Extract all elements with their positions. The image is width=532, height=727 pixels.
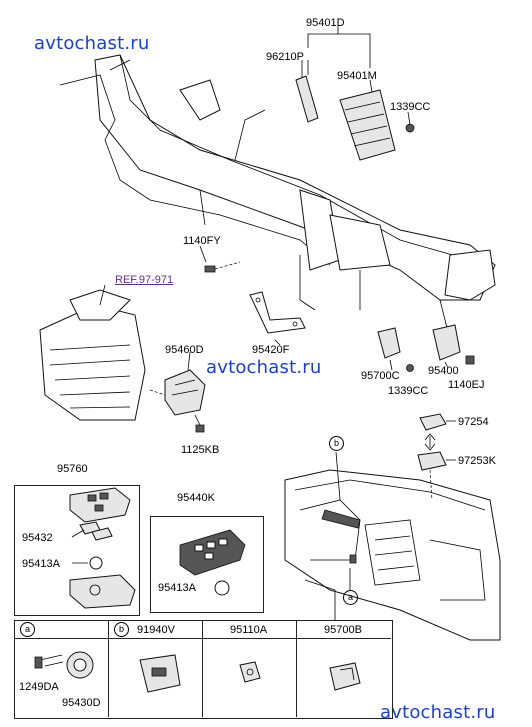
cowl-crossbar-frame xyxy=(59,54,496,341)
part-label-95110a: 95110A xyxy=(230,624,268,636)
part-label-1125kb: 1125KB xyxy=(181,444,220,456)
part-label-97253k: 97253K xyxy=(458,455,496,467)
table-divider-3 xyxy=(296,620,297,717)
smart-key-95440k-box xyxy=(150,516,264,613)
immobilizer-coil-95430d-part xyxy=(34,651,94,679)
smart-key-95440k-part xyxy=(179,529,246,596)
part-label-1140ej: 1140EJ xyxy=(448,379,485,391)
watermark-top: avtochast.ru xyxy=(34,33,150,54)
bracket-95420f-part xyxy=(249,291,306,346)
parts-table xyxy=(14,620,393,719)
part-label-95401d: 95401D xyxy=(306,17,345,29)
watermark-bottom: avtochast.ru xyxy=(380,702,496,723)
part-label-96210p: 96210P xyxy=(266,51,304,63)
table-callout-a: a xyxy=(20,622,35,637)
part-label-95700b: 95700B xyxy=(324,624,362,636)
part-label-1339cc-top: 1339CC xyxy=(390,101,431,113)
key-fob-95760-part xyxy=(69,487,136,609)
part-label-95700c: 95700C xyxy=(361,370,400,382)
part-label-95420f: 95420F xyxy=(252,344,290,356)
part-label-95432: 95432 xyxy=(22,532,53,544)
part-label-95440k: 95440K xyxy=(177,492,215,504)
reference-label-97-971[interactable]: REF.97-971 xyxy=(115,274,174,286)
part-label-91940v: 91940V xyxy=(137,624,175,636)
part-label-95413a-right: 95413A xyxy=(158,582,196,594)
part-label-95460d: 95460D xyxy=(165,344,204,356)
callout-b-marker: b xyxy=(329,436,344,451)
part-label-1339cc-bottom: 1339CC xyxy=(388,385,429,397)
key-fob-95760-box xyxy=(14,485,140,616)
table-callout-b: b xyxy=(114,622,129,637)
part-label-95401m: 95401M xyxy=(337,70,377,82)
module-95401m-part xyxy=(295,60,396,161)
actuator-95460d-part xyxy=(149,351,206,433)
part-label-95430d: 95430D xyxy=(62,697,101,709)
table-divider-2 xyxy=(202,620,203,717)
part-label-95400: 95400 xyxy=(428,365,459,377)
part-label-95413a-left: 95413A xyxy=(22,558,60,570)
part-label-97254: 97254 xyxy=(458,416,489,428)
part-label-95760: 95760 xyxy=(57,463,88,475)
table-divider-1 xyxy=(108,620,109,717)
dashboard-part xyxy=(284,469,501,641)
hvac-unit-part xyxy=(39,284,146,421)
part-label-1140fy: 1140FY xyxy=(183,235,221,247)
part-label-1249da: 1249DA xyxy=(19,681,59,693)
callout-a-marker: a xyxy=(343,590,358,605)
watermark-middle: avtochast.ru xyxy=(206,357,322,378)
